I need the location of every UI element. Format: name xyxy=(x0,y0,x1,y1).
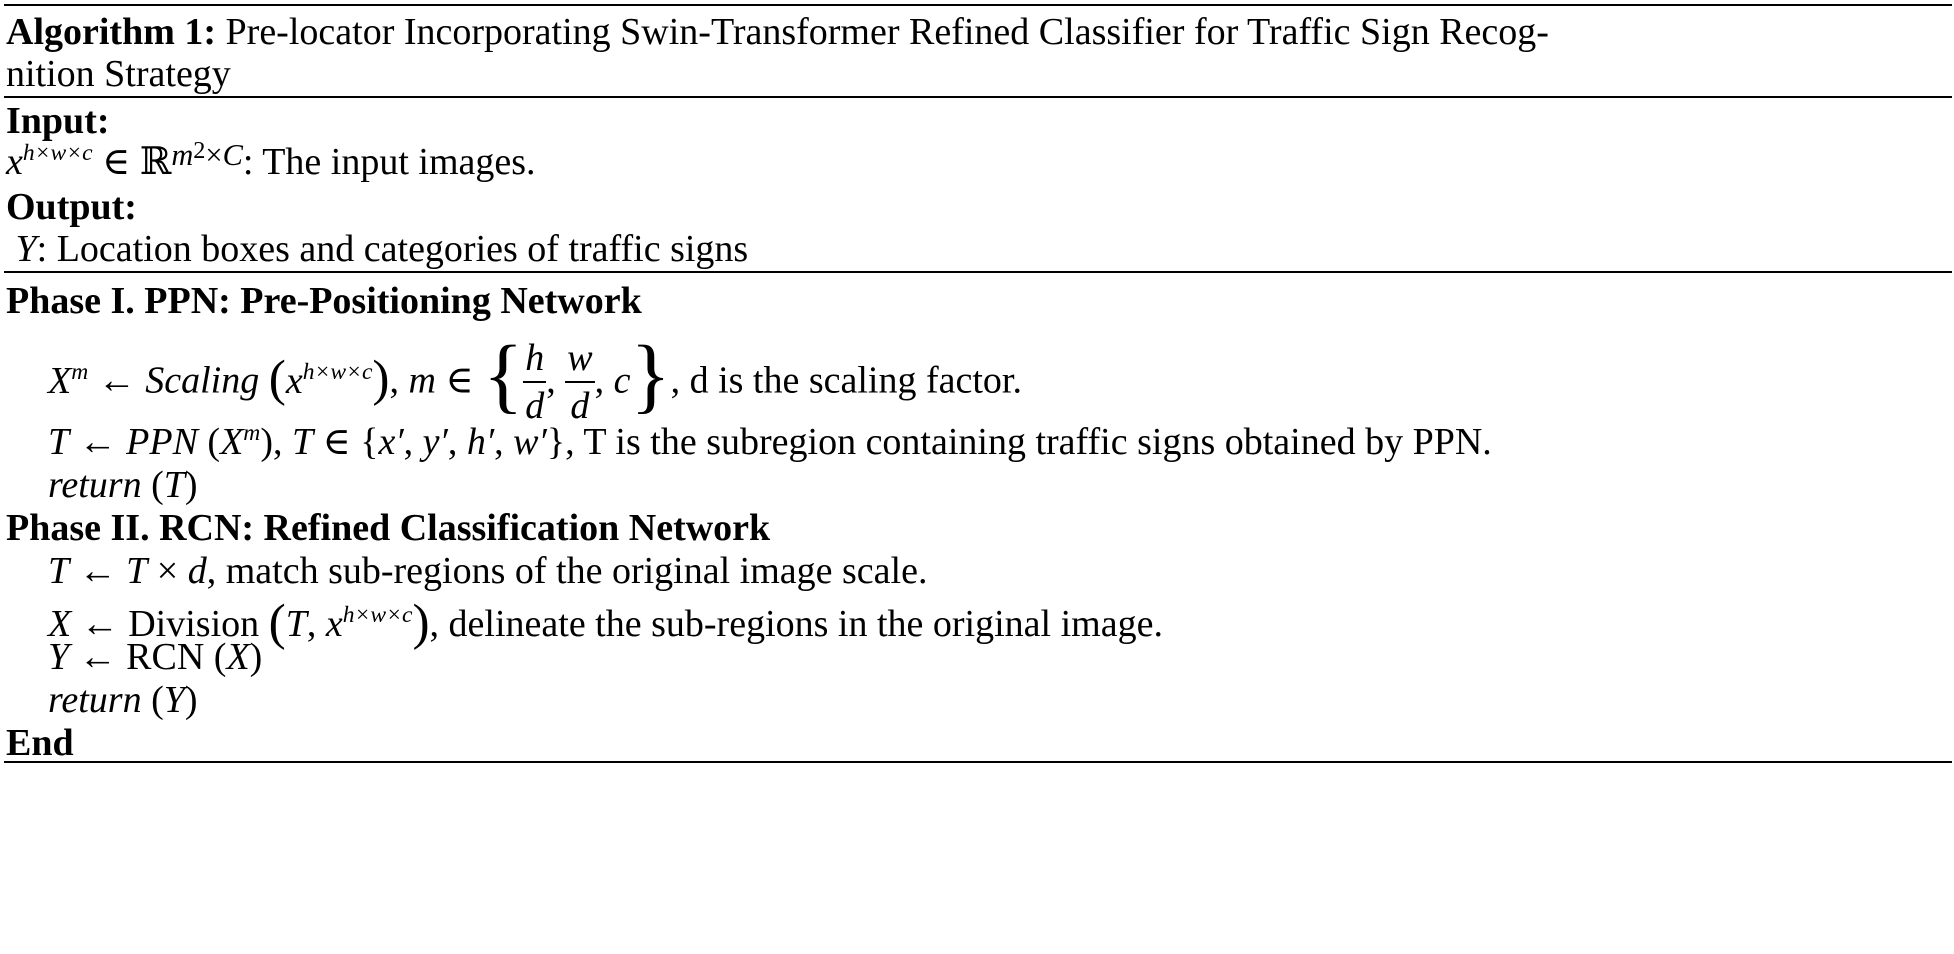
algorithm-caption-line1: Algorithm 1: Pre-locator Incorporating S… xyxy=(6,13,1549,51)
phase2-step1: T ← T × d, match sub-regions of the orig… xyxy=(48,550,928,592)
output-label: Output: xyxy=(6,186,137,228)
phase1-return: return (T) xyxy=(48,464,198,506)
algorithm-title-line1: Pre-locator Incorporating Swin-Transform… xyxy=(225,11,1549,53)
algorithm-title-line2: nition Strategy xyxy=(6,53,231,95)
output-formula: Y xyxy=(15,228,37,270)
phase2-step2: X ← Division (T, xh×w×c), delineate the … xyxy=(48,593,1163,651)
phase1-return-keyword: return xyxy=(48,464,142,506)
input-label: Input: xyxy=(6,100,110,142)
output-line: Y: Location boxes and categories of traf… xyxy=(6,228,749,270)
end-label: End xyxy=(6,722,74,764)
bottom-rule xyxy=(4,761,1952,763)
phase2-step3: Y ← RCN (X) xyxy=(48,636,263,678)
top-rule xyxy=(4,4,1952,6)
phase2-title: Phase II. RCN: Refined Classification Ne… xyxy=(6,507,771,549)
io-rule xyxy=(4,271,1952,273)
caption-rule xyxy=(4,96,1952,98)
phase2-return-keyword: return xyxy=(48,679,142,721)
phase2-step2-fn: Division xyxy=(128,603,260,645)
input-description: : The input images. xyxy=(242,141,536,183)
input-line: xh×w×c ∈ ℝm2×C: The input images. xyxy=(6,136,536,183)
phase2-step1-text: , match sub-regions of the original imag… xyxy=(206,550,928,592)
phase1-step2-fn: PPN xyxy=(126,421,198,463)
phase1-return-arg: T xyxy=(163,464,185,506)
phase1-step2: T ← PPN (Xm), T ∈ {x′, y′, h′, w′}, T is… xyxy=(48,419,1492,463)
phase1-step1-fn: Scaling xyxy=(145,359,260,402)
algorithm-label: Algorithm 1: xyxy=(6,11,217,53)
input-formula: xh×w×c xyxy=(6,139,93,183)
output-description: : Location boxes and categories of traff… xyxy=(36,228,749,270)
phase1-step2-text: , T is the subregion containing traffic … xyxy=(565,421,1492,463)
phase2-return-arg: Y xyxy=(163,679,185,721)
phase2-return: return (Y) xyxy=(48,679,198,721)
phase2-step2-text: , delineate the sub-regions in the origi… xyxy=(429,603,1163,645)
algorithm-caption-line2: nition Strategy xyxy=(6,55,231,93)
phase2-step3-fn: RCN xyxy=(126,636,205,678)
phase1-step1-text: , d is the scaling factor. xyxy=(670,359,1022,402)
phase1-title: Phase I. PPN: Pre-Positioning Network xyxy=(6,280,642,322)
